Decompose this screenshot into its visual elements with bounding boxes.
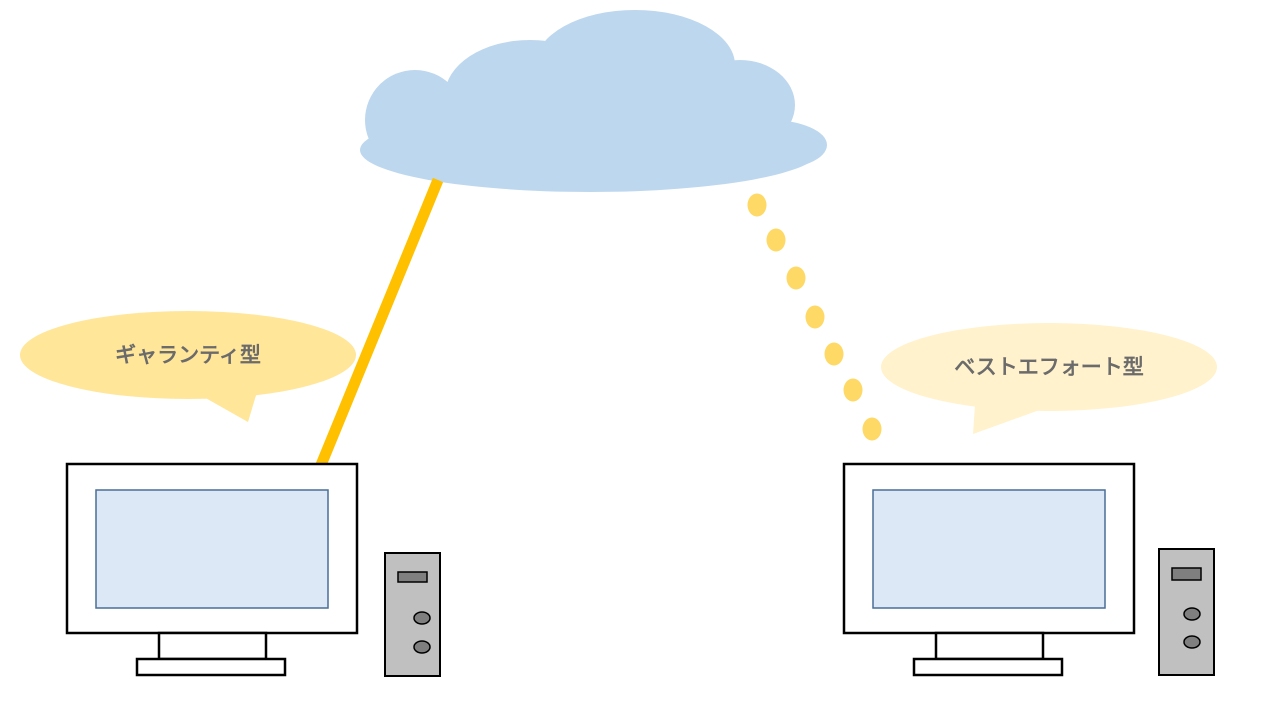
right-monitor-screen (872, 489, 1106, 609)
guarantee-connection-line (315, 177, 444, 468)
left-monitor-screen (95, 489, 329, 609)
internet-cloud (360, 10, 827, 192)
left-monitor (65, 462, 359, 677)
guarantee-speech-bubble: ギャランティ型 (20, 311, 356, 422)
best-effort-speech-bubble: ベストエフォート型 (881, 323, 1217, 434)
right-monitor (842, 462, 1136, 677)
best-effort-label: ベストエフォート型 (954, 355, 1143, 379)
guarantee-label: ギャランティ型 (115, 343, 261, 367)
right-computer (842, 462, 1215, 677)
left-computer (65, 462, 441, 677)
best-effort-connection-dots (747, 193, 882, 441)
left-pc-tower (384, 552, 441, 677)
right-pc-tower (1158, 548, 1215, 676)
